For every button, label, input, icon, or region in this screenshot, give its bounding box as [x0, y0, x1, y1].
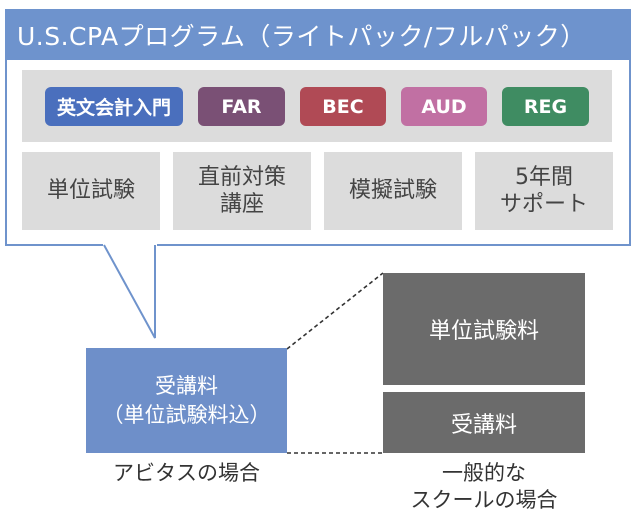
- abitus-fee-box: 受講料 （単位試験料込）: [86, 348, 287, 453]
- feature-five-year-support: 5年間 サポート: [475, 152, 613, 230]
- subject-badge-reg: REG: [502, 87, 589, 126]
- subject-badge-aud: AUD: [401, 87, 487, 126]
- subject-badge-far: FAR: [198, 87, 285, 126]
- subject-badge-intro-accounting: 英文会計入門: [45, 87, 183, 126]
- feature-mock-exam: 模擬試験: [324, 152, 462, 230]
- dashed-line-top: [286, 272, 384, 350]
- abitus-caption: アビタスの場合: [113, 461, 260, 485]
- general-school-caption: 一般的な スクールの場合: [410, 461, 558, 513]
- program-title: U.S.CPAプログラム（ライトパック/フルパック）: [5, 9, 631, 60]
- subject-badge-bec: BEC: [300, 87, 386, 126]
- speech-bubble-tail: [103, 244, 156, 339]
- general-tuition-box: 受講料: [383, 392, 585, 453]
- feature-final-prep-course: 直前対策 講座: [173, 152, 311, 230]
- feature-unit-exam: 単位試験: [22, 152, 160, 230]
- general-exam-fee-box: 単位試験料: [383, 273, 585, 385]
